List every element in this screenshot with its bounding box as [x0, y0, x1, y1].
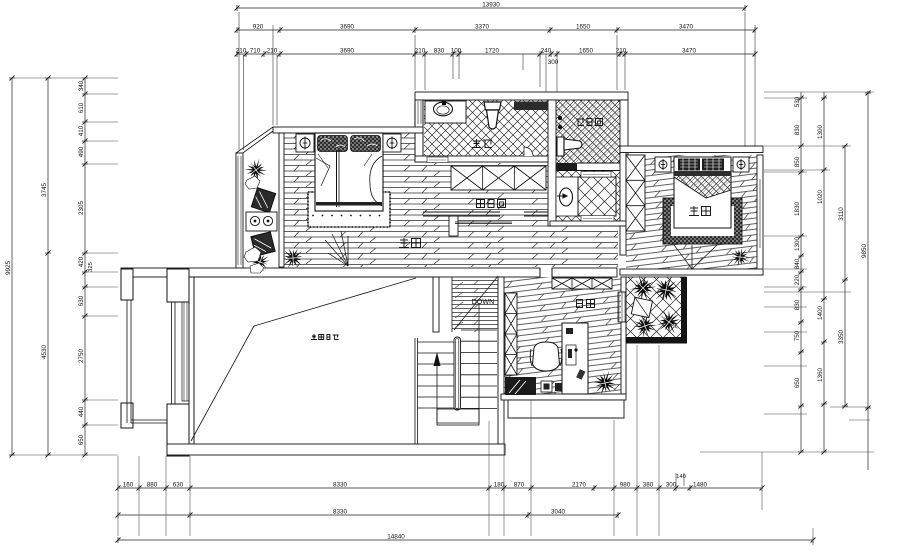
- svg-text:750: 750: [794, 330, 801, 341]
- svg-text:610: 610: [78, 102, 85, 113]
- svg-text:3370: 3370: [475, 23, 490, 30]
- svg-text:160: 160: [123, 481, 134, 488]
- svg-text:3745: 3745: [41, 183, 48, 198]
- svg-text:100: 100: [451, 47, 462, 54]
- svg-text:220: 220: [794, 274, 801, 285]
- svg-text:410: 410: [78, 125, 85, 136]
- svg-text:830: 830: [434, 47, 445, 54]
- svg-text:240: 240: [541, 47, 552, 54]
- svg-text:3690: 3690: [340, 23, 355, 30]
- svg-text:2170: 2170: [572, 481, 587, 488]
- svg-text:4530: 4530: [41, 345, 48, 360]
- svg-text:420: 420: [78, 256, 85, 267]
- svg-text:920: 920: [253, 23, 264, 30]
- svg-text:2305: 2305: [78, 201, 85, 216]
- svg-text:1650: 1650: [579, 47, 594, 54]
- svg-text:1400: 1400: [817, 306, 824, 321]
- svg-text:1300: 1300: [794, 237, 801, 252]
- svg-text:210: 210: [236, 47, 247, 54]
- svg-text:840: 840: [794, 258, 801, 269]
- svg-text:3350: 3350: [838, 330, 845, 345]
- svg-text:650: 650: [794, 377, 801, 388]
- svg-text:300: 300: [666, 481, 677, 488]
- svg-text:DOWN: DOWN: [472, 297, 495, 306]
- svg-text:1720: 1720: [485, 47, 500, 54]
- svg-text:14840: 14840: [387, 533, 405, 540]
- svg-text:830: 830: [794, 299, 801, 310]
- svg-text:830: 830: [794, 124, 801, 135]
- svg-text:440: 440: [78, 406, 85, 417]
- svg-text:1650: 1650: [576, 23, 591, 30]
- svg-text:9850: 9850: [861, 244, 868, 259]
- svg-text:300: 300: [548, 59, 559, 66]
- svg-text:3470: 3470: [682, 47, 697, 54]
- svg-text:490: 490: [78, 146, 85, 157]
- svg-text:1360: 1360: [817, 368, 824, 383]
- svg-text:3470: 3470: [679, 23, 694, 30]
- svg-text:2750: 2750: [78, 349, 85, 364]
- svg-text:340: 340: [78, 80, 85, 91]
- svg-text:1480: 1480: [693, 481, 708, 488]
- svg-text:180: 180: [494, 481, 505, 488]
- svg-text:650: 650: [78, 434, 85, 445]
- svg-text:1830: 1830: [794, 202, 801, 217]
- svg-text:8330: 8330: [333, 481, 348, 488]
- svg-text:210: 210: [267, 47, 278, 54]
- svg-text:1300: 1300: [817, 125, 824, 140]
- svg-text:1020: 1020: [817, 190, 824, 205]
- svg-text:3110: 3110: [838, 207, 845, 221]
- svg-text:530: 530: [794, 96, 801, 107]
- svg-text:210: 210: [415, 47, 426, 54]
- svg-text:3040: 3040: [551, 508, 566, 515]
- svg-text:325: 325: [88, 262, 94, 272]
- svg-text:710: 710: [250, 47, 261, 54]
- svg-text:380: 380: [643, 481, 654, 488]
- svg-text:140: 140: [676, 474, 686, 480]
- svg-text:870: 870: [514, 481, 525, 488]
- svg-text:3690: 3690: [340, 47, 355, 54]
- svg-text:630: 630: [173, 481, 184, 488]
- svg-text:980: 980: [620, 481, 631, 488]
- svg-text:8330: 8330: [333, 508, 348, 515]
- svg-text:880: 880: [147, 481, 158, 488]
- svg-text:13930: 13930: [482, 1, 500, 8]
- svg-text:850: 850: [794, 156, 801, 167]
- svg-text:210: 210: [616, 47, 627, 54]
- svg-text:630: 630: [78, 295, 85, 306]
- svg-text:9925: 9925: [5, 261, 12, 276]
